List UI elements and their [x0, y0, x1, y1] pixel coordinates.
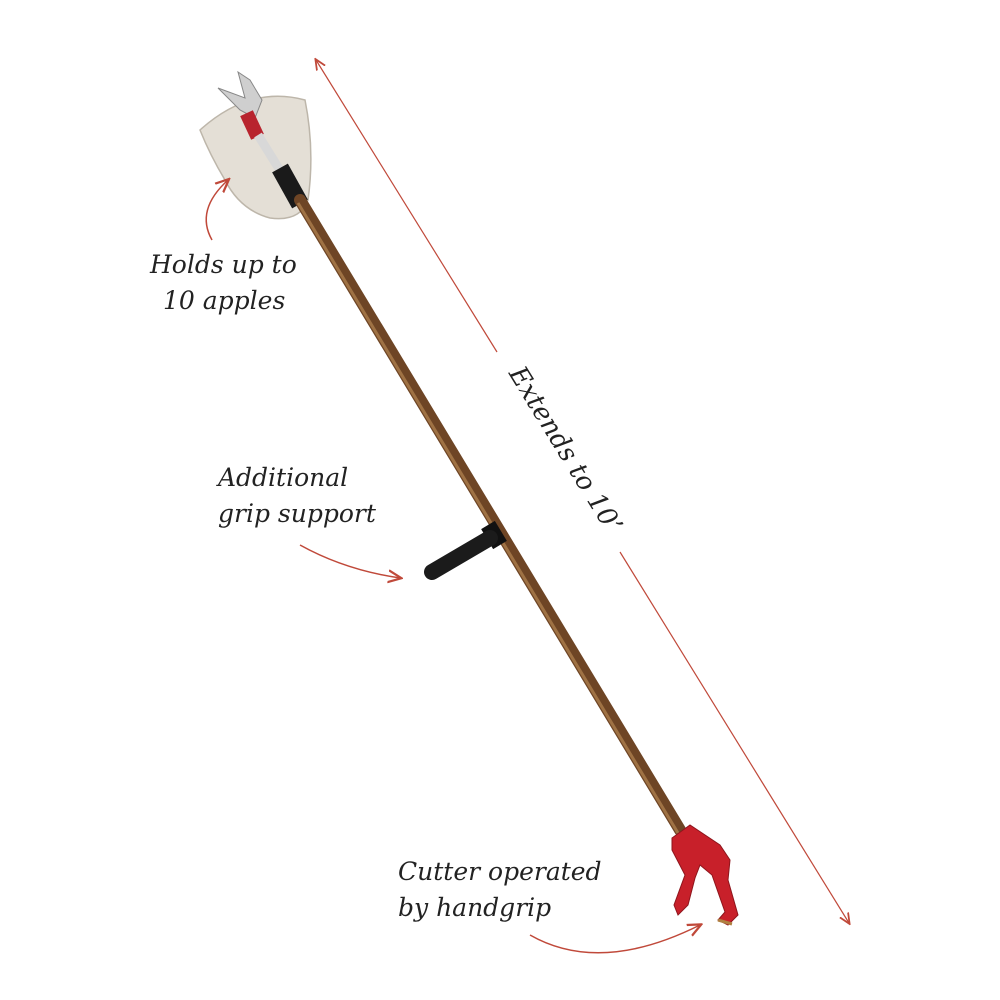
annotation-grip: Additional grip support [218, 460, 376, 532]
dimension-line-bottom [619, 551, 849, 923]
red-bracket [240, 110, 264, 140]
annotation-cutter-line1: Cutter operated [398, 857, 602, 886]
hook-tip [717, 918, 733, 926]
annotation-grip-line2: grip support [218, 499, 376, 528]
annotation-bag-line1: Holds up to [150, 250, 297, 279]
arrow-grip [299, 544, 400, 578]
annotation-bag-line2: 10 apples [163, 286, 286, 315]
annotation-cutter-line2: by handgrip [398, 893, 552, 922]
cutter-blade [217, 70, 263, 119]
annotation-cutter: Cutter operated by handgrip [398, 854, 602, 926]
arrow-bag [205, 180, 228, 241]
red-handgrip [671, 824, 739, 926]
annotation-grip-line1: Additional [218, 463, 349, 492]
arrow-cutter [529, 925, 700, 954]
pole [294, 194, 686, 836]
dimension-line-top [316, 60, 498, 353]
annotation-bag: Holds up to 10 apples [150, 247, 297, 319]
side-grip [424, 530, 498, 580]
